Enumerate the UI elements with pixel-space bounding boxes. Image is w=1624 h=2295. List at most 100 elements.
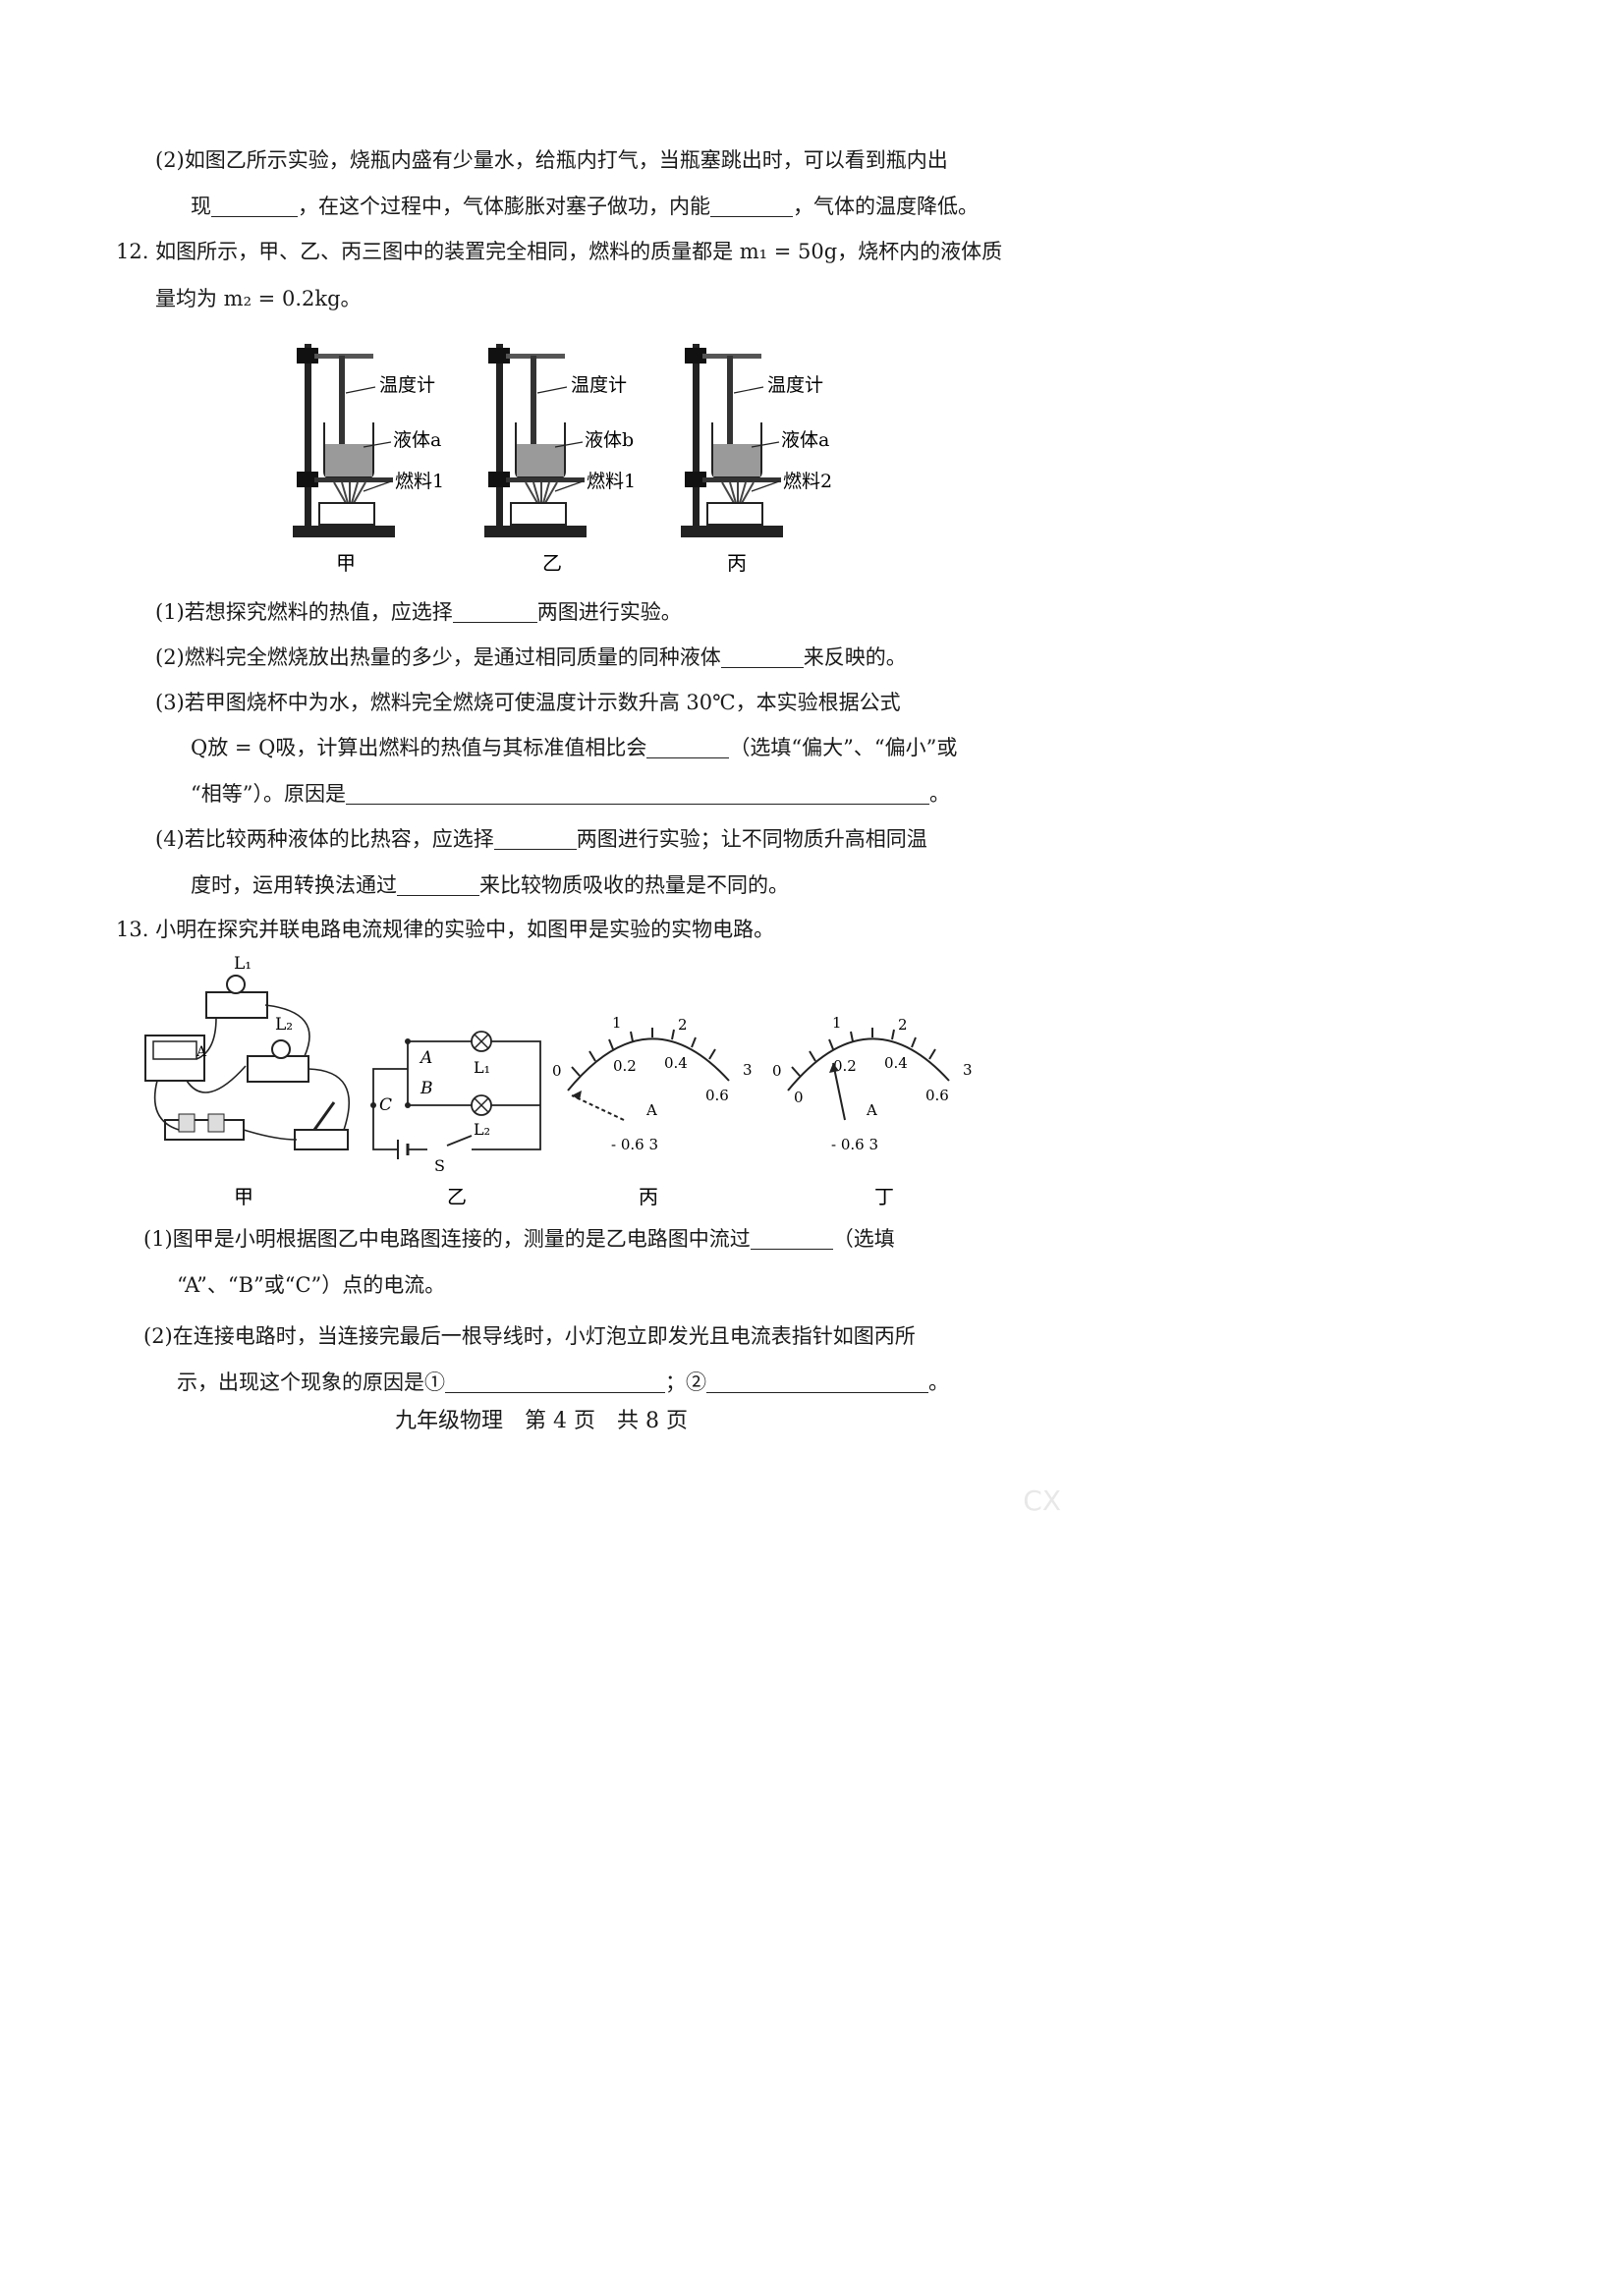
label-thermometer-jia: 温度计 bbox=[379, 374, 435, 396]
q12-part4-line2: 度时，运用转换法通过 来比较物质吸收的热量是不同的。 bbox=[191, 870, 789, 900]
q13-part2-line1: (2)在连接电路时，当连接完最后一根导线时，小灯泡立即发光且电流表指针如图丙所 bbox=[143, 1324, 916, 1348]
meter-unit-A: A bbox=[645, 1101, 657, 1119]
terminals: - 0.6 3 bbox=[831, 1136, 878, 1153]
label-fuel-yi: 燃料1 bbox=[587, 471, 636, 492]
page-footer: 九年级物理 第 4 页 共 8 页 bbox=[395, 1409, 688, 1433]
caption-ding: 丁 bbox=[874, 1185, 894, 1208]
answer-blank[interactable] bbox=[710, 195, 793, 217]
q12-part1: (1)若想探究燃料的热值，应选择 两图进行实验。 bbox=[155, 597, 682, 627]
apparatus-yi bbox=[484, 344, 587, 537]
terminals: - 0.6 3 bbox=[611, 1136, 658, 1153]
lower-0.4: 0.4 bbox=[664, 1054, 688, 1072]
q11-part2-line2: 现 ，在这个过程中，气体膨胀对塞子做功，内能 ，气体的温度降低。 bbox=[191, 192, 979, 221]
q11-part2-line1: (2)如图乙所示实验，烧瓶内盛有少量水，给瓶内打气，当瓶塞跳出时，可以看到瓶内出 bbox=[155, 148, 948, 172]
q12-p4-text: (4)若比较两种液体的比热容，应选择 bbox=[155, 827, 494, 851]
q13-p2-text: 示，出现这个现象的原因是① bbox=[177, 1371, 445, 1394]
lamp1-label: L₁ bbox=[234, 954, 252, 974]
label-liquid-jia: 液体a bbox=[393, 429, 441, 451]
q13-p2-sep: ；② bbox=[665, 1371, 706, 1394]
lower-0.2: 0.2 bbox=[833, 1057, 857, 1075]
q13-part2-line2: 示，出现这个现象的原因是① ；② 。 bbox=[177, 1368, 949, 1397]
q12-p3-reason-text: “相等”）。原因是 bbox=[191, 782, 346, 806]
label-fuel-bing: 燃料2 bbox=[783, 471, 832, 492]
q12-p3-end: 。 bbox=[928, 782, 950, 806]
q13-p1-text: (1)图甲是小明根据图乙中电路图连接的，测量的是乙电路图中流过 bbox=[143, 1227, 751, 1251]
answer-blank[interactable] bbox=[720, 645, 804, 668]
q12-p4-line2-end: 来比较物质吸收的热量是不同的。 bbox=[479, 873, 789, 897]
answer-blank[interactable] bbox=[211, 195, 298, 217]
answer-blank[interactable] bbox=[397, 873, 479, 896]
physical-circuit-jia: A L₁ L₂ 甲 bbox=[144, 954, 351, 1208]
switch-S-label: S bbox=[434, 1156, 445, 1175]
label-liquid-bing: 液体a bbox=[781, 429, 829, 451]
q13-circuit-figure: A L₁ L₂ 甲 A B C L₁ L₂ S 乙 0 1 2 3 0.2 0.… bbox=[144, 954, 973, 1208]
caption-jia: 甲 bbox=[336, 551, 356, 575]
L2-label: L₂ bbox=[474, 1120, 490, 1139]
answer-blank-reason[interactable] bbox=[345, 782, 929, 805]
answer-blank[interactable] bbox=[452, 600, 537, 623]
answer-blank[interactable] bbox=[493, 827, 577, 850]
label-fuel-jia: 燃料1 bbox=[395, 471, 444, 492]
lower-0: 0 bbox=[794, 1089, 804, 1106]
q13-part1-line2: “A”、“B”或“C”）点的电流。 bbox=[177, 1273, 446, 1297]
ammeter-label: A bbox=[196, 1044, 207, 1060]
node-B-label: B bbox=[420, 1079, 433, 1098]
label-liquid-yi: 液体b bbox=[585, 429, 634, 451]
ammeter-dial-ding: 0 1 2 3 0 0.2 0.4 0.6 A - 0.6 3 丁 bbox=[772, 1014, 973, 1208]
q12-p1-text: (1)若想探究燃料的热值，应选择 bbox=[155, 600, 453, 624]
apparatus-jia bbox=[293, 344, 395, 537]
q13-part1-line1: (1)图甲是小明根据图乙中电路图连接的，测量的是乙电路图中流过 （选填 bbox=[143, 1224, 895, 1254]
lamp2-label: L₂ bbox=[275, 1015, 293, 1035]
caption-yi: 乙 bbox=[542, 551, 562, 575]
lower-0.6: 0.6 bbox=[925, 1087, 949, 1104]
node-A-label: A bbox=[419, 1048, 432, 1068]
q12-part4-line1: (4)若比较两种液体的比热容，应选择 两图进行实验；让不同物质升高相同温 bbox=[155, 824, 927, 854]
answer-blank-1[interactable] bbox=[445, 1371, 665, 1393]
lower-0.2: 0.2 bbox=[613, 1057, 637, 1075]
q12-p3-options: （选填“偏大”、“偏小”或 bbox=[729, 736, 958, 759]
q12-p2-text-end: 来反映的。 bbox=[803, 645, 907, 669]
node-C-label: C bbox=[379, 1095, 392, 1115]
lower-0.4: 0.4 bbox=[884, 1054, 908, 1072]
q12-part2: (2)燃料完全燃烧放出热量的多少，是通过相同质量的同种液体 来反映的。 bbox=[155, 643, 907, 672]
q12-p4-text-end: 两图进行实验；让不同物质升高相同温 bbox=[576, 827, 927, 851]
upper-2: 2 bbox=[678, 1016, 688, 1034]
meter-unit-A: A bbox=[866, 1101, 877, 1119]
q12-part3-line1: (3)若甲图烧杯中为水，燃料完全燃烧可使温度计示数升高 30℃，本实验根据公式 bbox=[155, 691, 901, 714]
caption-bing: 丙 bbox=[639, 1185, 658, 1208]
lower-0.6: 0.6 bbox=[705, 1087, 729, 1104]
caption-bing: 丙 bbox=[727, 551, 747, 575]
watermark: CX bbox=[1023, 1484, 1061, 1517]
q12-apparatus-figure: 温度计 液体a 燃料1 甲 温度计 液体b 燃料1 乙 温度计 液体a 燃料2 … bbox=[293, 344, 832, 575]
q12-stem-line2: 量均为 m₂ = 0.2kg。 bbox=[155, 287, 362, 310]
q12-p1-text-end: 两图进行实验。 bbox=[536, 600, 682, 624]
q12-p3-formula-text: Q放 = Q吸，计算出燃料的热值与其标准值相比会 bbox=[191, 736, 647, 759]
label-thermometer-bing: 温度计 bbox=[767, 374, 823, 396]
q13-p1-text-end: （选填 bbox=[832, 1227, 895, 1251]
label-thermometer-yi: 温度计 bbox=[571, 374, 627, 396]
answer-blank-2[interactable] bbox=[706, 1371, 928, 1393]
caption-yi: 乙 bbox=[447, 1185, 467, 1208]
upper-0: 0 bbox=[552, 1062, 562, 1080]
caption-jia: 甲 bbox=[234, 1185, 253, 1208]
q12-part3-line2: Q放 = Q吸，计算出燃料的热值与其标准值相比会 （选填“偏大”、“偏小”或 bbox=[191, 733, 957, 762]
upper-2: 2 bbox=[898, 1016, 908, 1034]
q11-text-a: 现 bbox=[191, 195, 211, 218]
apparatus-bing bbox=[681, 344, 783, 537]
q12-stem-line1: 12. 如图所示，甲、乙、丙三图中的装置完全相同，燃料的质量都是 m₁ = 50… bbox=[116, 240, 1003, 263]
ammeter-dial-bing: 0 1 2 3 0.2 0.4 0.6 A - 0.6 3 丙 bbox=[552, 1014, 753, 1208]
q13-p2-end: 。 bbox=[928, 1371, 949, 1394]
upper-1: 1 bbox=[612, 1014, 622, 1032]
q12-part3-line3: “相等”）。原因是 。 bbox=[191, 779, 950, 809]
circuit-diagram-yi: A B C L₁ L₂ S 乙 bbox=[370, 1031, 541, 1208]
answer-blank[interactable] bbox=[750, 1227, 833, 1250]
L1-label: L₁ bbox=[474, 1058, 490, 1077]
upper-3: 3 bbox=[963, 1061, 973, 1079]
q12-p2-text: (2)燃料完全燃烧放出热量的多少，是通过相同质量的同种液体 bbox=[155, 645, 721, 669]
q12-p4-line2-text: 度时，运用转换法通过 bbox=[191, 873, 397, 897]
q13-stem: 13. 小明在探究并联电路电流规律的实验中，如图甲是实验的实物电路。 bbox=[116, 918, 775, 941]
upper-0: 0 bbox=[772, 1062, 782, 1080]
answer-blank[interactable] bbox=[646, 736, 730, 758]
q11-text-c: ，气体的温度降低。 bbox=[793, 195, 979, 218]
q11-text-b: ，在这个过程中，气体膨胀对塞子做功，内能 bbox=[298, 195, 710, 218]
